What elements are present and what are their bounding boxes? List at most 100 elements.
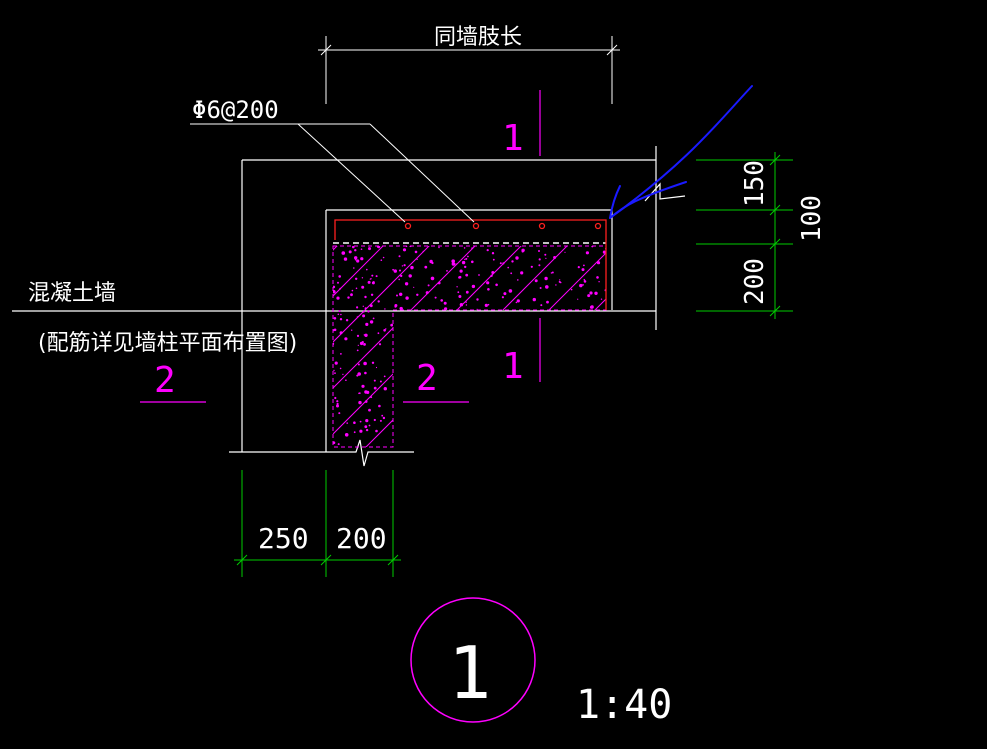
aggregate-speck bbox=[534, 394, 537, 397]
aggregate-speck bbox=[470, 412, 473, 414]
aggregate-speck bbox=[586, 415, 590, 419]
aggregate-speck bbox=[514, 387, 516, 389]
aggregate-speck bbox=[365, 419, 369, 423]
aggregate-speck bbox=[515, 256, 519, 260]
aggregate-speck bbox=[405, 398, 409, 402]
aggregate-speck bbox=[537, 313, 541, 317]
aggregate-speck bbox=[483, 376, 486, 379]
aggregate-speck bbox=[583, 264, 585, 267]
aggregate-speck bbox=[587, 294, 591, 298]
aggregate-speck bbox=[340, 313, 342, 316]
aggregate-speck bbox=[393, 311, 396, 314]
aggregate-speck bbox=[366, 268, 368, 271]
aggregate-speck bbox=[377, 300, 380, 303]
aggregate-speck bbox=[434, 347, 437, 350]
aggregate-speck bbox=[579, 283, 583, 288]
aggregate-speck bbox=[498, 420, 501, 423]
aggregate-speck bbox=[334, 372, 336, 374]
aggregate-speck bbox=[399, 306, 403, 311]
aggregate-speck bbox=[356, 316, 359, 318]
aggregate-speck bbox=[594, 348, 596, 350]
aggregate-speck bbox=[338, 412, 341, 415]
right-dimension bbox=[696, 152, 793, 319]
section-1-top-label: 1 bbox=[502, 118, 524, 159]
aggregate-speck bbox=[455, 444, 457, 446]
section-2-right-label: 2 bbox=[416, 358, 438, 399]
hatch-line bbox=[731, 220, 961, 450]
aggregate-speck bbox=[465, 273, 469, 277]
aggregate-speck bbox=[569, 355, 572, 358]
top-dimension-label: 同墙肢长 bbox=[434, 25, 522, 50]
aggregate-speck bbox=[503, 411, 506, 415]
dim-250-label: 250 bbox=[258, 522, 309, 555]
aggregate-speck bbox=[400, 274, 403, 278]
aggregate-speck bbox=[514, 437, 518, 441]
aggregate-speck bbox=[577, 356, 581, 359]
aggregate-speck bbox=[585, 372, 589, 376]
aggregate-speck bbox=[359, 420, 362, 423]
aggregate-speck bbox=[577, 266, 580, 269]
aggregate-speck bbox=[396, 394, 399, 397]
hatch-line bbox=[500, 246, 606, 447]
aggregate-speck bbox=[408, 274, 412, 278]
aggregate-speck bbox=[399, 336, 402, 340]
aggregate-speck bbox=[402, 248, 407, 252]
aggregate-speck bbox=[439, 359, 442, 362]
aggregate-speck bbox=[487, 288, 490, 291]
hatch-line bbox=[333, 246, 456, 447]
aggregate-speck bbox=[534, 350, 538, 354]
aggregate-speck bbox=[594, 367, 597, 370]
aggregate-speck bbox=[471, 260, 474, 264]
aggregate-speck bbox=[573, 339, 576, 342]
aggregate-speck bbox=[542, 378, 544, 381]
aggregate-speck bbox=[398, 255, 401, 258]
aggregate-speck bbox=[596, 424, 599, 427]
aggregate-speck bbox=[444, 381, 447, 385]
aggregate-speck bbox=[585, 321, 589, 325]
aggregate-speck bbox=[430, 276, 435, 281]
aggregate-speck bbox=[334, 396, 337, 400]
aggregate-speck bbox=[428, 325, 432, 329]
aggregate-speck bbox=[445, 391, 448, 394]
aggregate-speck bbox=[533, 312, 537, 316]
aggregate-speck bbox=[417, 410, 421, 415]
aggregate-speck bbox=[584, 354, 587, 357]
aggregate-speck bbox=[600, 394, 605, 398]
aggregate-speck bbox=[352, 246, 355, 249]
aggregate-speck bbox=[403, 421, 407, 425]
aggregate-speck bbox=[336, 404, 339, 408]
aggregate-speck bbox=[467, 329, 470, 332]
aggregate-speck bbox=[390, 323, 394, 327]
aggregate-speck bbox=[372, 317, 375, 320]
aggregate-speck bbox=[380, 259, 383, 262]
aggregate-speck bbox=[333, 441, 336, 445]
aggregate-speck bbox=[402, 407, 406, 411]
aggregate-speck bbox=[546, 428, 550, 432]
aggregate-speck bbox=[543, 439, 546, 442]
aggregate-speck bbox=[549, 313, 552, 316]
aggregate-speck bbox=[473, 318, 476, 321]
aggregate-speck bbox=[517, 279, 519, 281]
hatch-line bbox=[592, 246, 606, 447]
aggregate-speck bbox=[371, 361, 375, 364]
aggregate-speck bbox=[356, 259, 360, 263]
blue-markup bbox=[609, 85, 753, 219]
aggregate-speck bbox=[601, 340, 605, 344]
aggregate-speck bbox=[569, 420, 572, 423]
aggregate-speck bbox=[594, 291, 598, 295]
aggregate-speck bbox=[457, 291, 460, 294]
aggregate-speck bbox=[356, 374, 359, 377]
aggregate-speck bbox=[496, 325, 500, 329]
rebar-spec-label: Φ6@200 bbox=[192, 96, 279, 124]
aggregate-speck bbox=[510, 272, 513, 275]
aggregate-speck bbox=[502, 262, 505, 265]
aggregate-speck bbox=[479, 368, 481, 370]
aggregate-speck bbox=[515, 316, 518, 320]
aggregate-speck bbox=[342, 373, 344, 376]
aggregate-speck bbox=[486, 249, 489, 252]
aggregate-speck bbox=[368, 408, 371, 412]
section-1-bottom-label: 1 bbox=[502, 346, 524, 387]
aggregate-speck bbox=[546, 300, 549, 304]
